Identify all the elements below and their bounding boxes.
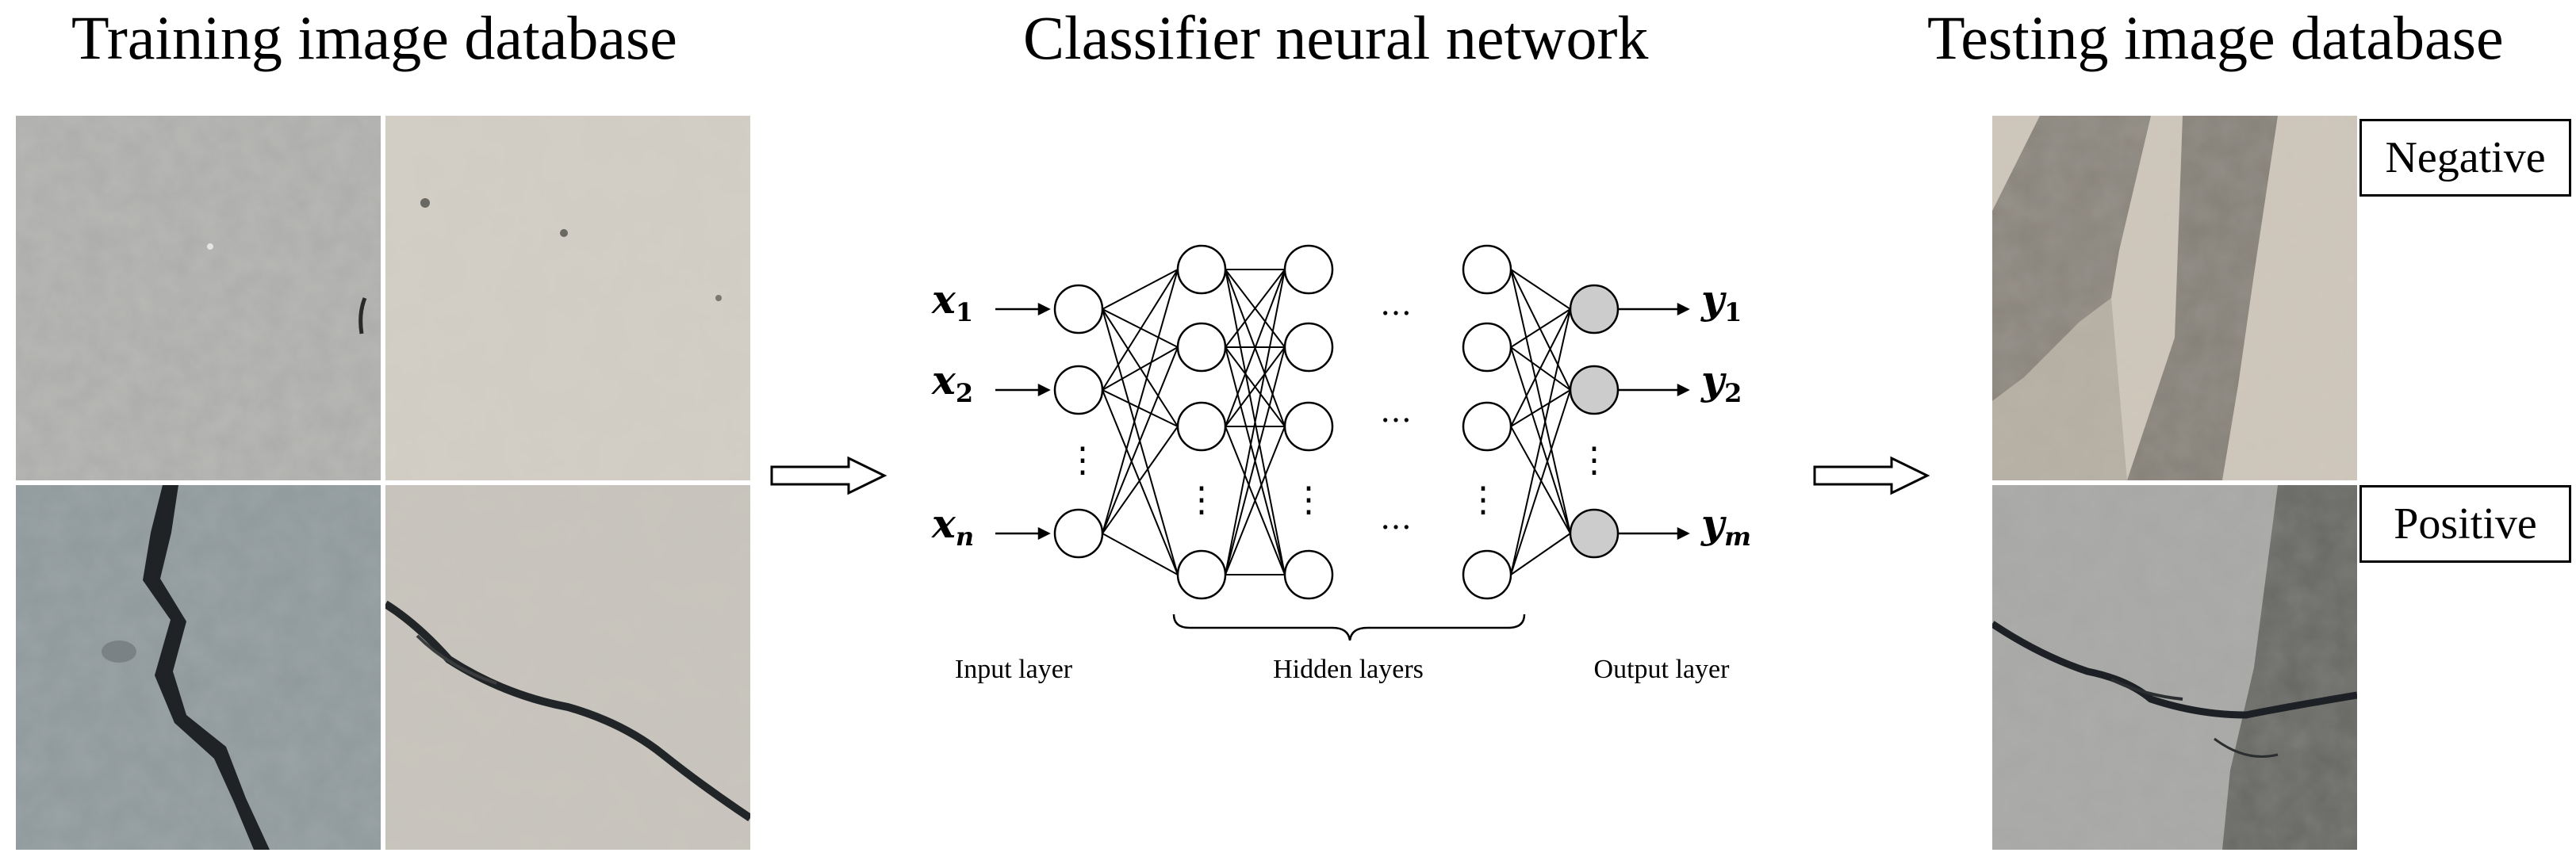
network-title: Classifier neural network xyxy=(1023,3,1649,72)
hidden-last-node-3 xyxy=(1462,401,1512,452)
connection-hidden1-3-to-hidden2-2 xyxy=(1225,346,1286,427)
connection-input-2-to-hidden1-3 xyxy=(1102,389,1179,427)
connection-hidden-last-4-to-output-2 xyxy=(1510,389,1571,575)
output-node-3 xyxy=(1569,508,1620,559)
input-label-1: x1 xyxy=(931,276,973,327)
hidden2-vertical-ellipsis: ⋮ xyxy=(1291,480,1326,520)
connection-hidden-last-1-to-output-1 xyxy=(1510,269,1571,310)
connection-hidden1-2-to-hidden2-1 xyxy=(1225,269,1286,348)
input-vertical-ellipsis: ⋮ xyxy=(1065,440,1100,480)
output-vertical-ellipsis: ⋮ xyxy=(1577,440,1612,480)
output-layer-label: Output layer xyxy=(1594,655,1731,684)
connection-hidden-last-2-to-output-1 xyxy=(1510,308,1571,348)
hidden-last-node-4 xyxy=(1462,549,1512,600)
arrow-to-testing xyxy=(1813,456,1930,495)
input-node-3 xyxy=(1053,508,1104,559)
hidden1-node-3 xyxy=(1176,401,1227,452)
hidden2-node-3 xyxy=(1283,401,1334,452)
input-label-2: x2 xyxy=(931,357,973,408)
connection-input-1-to-hidden1-1 xyxy=(1102,269,1179,310)
input-node-1 xyxy=(1053,284,1104,335)
hidden1-vertical-ellipsis: ⋮ xyxy=(1184,480,1219,520)
training-image-3 xyxy=(16,485,381,850)
connection-hidden-last-3-to-output-2 xyxy=(1510,389,1571,427)
input-label-n: xn xyxy=(931,500,974,552)
hidden1-node-1 xyxy=(1176,244,1227,295)
hidden2-node-1 xyxy=(1283,244,1334,295)
hidden-last-vertical-ellipsis: ⋮ xyxy=(1466,480,1501,520)
hidden-last-node-1 xyxy=(1462,244,1512,295)
hidden1-node-2 xyxy=(1176,322,1227,373)
input-arrowhead-2 xyxy=(1037,383,1051,397)
output-label-m: ym xyxy=(1700,500,1751,552)
positive-label: Positive xyxy=(2359,485,2571,563)
training-image-2 xyxy=(385,116,750,480)
hidden-layers-brace xyxy=(1172,614,1526,641)
neural-network-diagram: ⋮ ⋮ ⋮ ⋮ ⋮ … … … x1 x2 xn y1 y2 ym Input … xyxy=(931,244,1751,684)
network-connections xyxy=(1102,269,1571,575)
hidden2-node-4 xyxy=(1283,549,1334,600)
training-title: Training image database xyxy=(71,3,677,72)
output-arrowhead-2 xyxy=(1677,383,1690,397)
hidden-layers-label: Hidden layers xyxy=(1273,655,1424,684)
connection-input-3-to-hidden1-2 xyxy=(1102,346,1179,534)
connection-input-2-to-hidden1-4 xyxy=(1102,389,1179,575)
connection-hidden1-3-to-hidden2-1 xyxy=(1225,269,1286,427)
hidden-ellipsis-2: … xyxy=(1380,393,1412,430)
input-node-2 xyxy=(1053,365,1104,415)
connection-input-3-to-hidden1-3 xyxy=(1102,426,1179,534)
hidden-ellipsis-1: … xyxy=(1380,286,1412,323)
connection-input-3-to-hidden1-4 xyxy=(1102,533,1179,575)
network-nodes xyxy=(1053,244,1620,600)
connection-input-3-to-hidden1-1 xyxy=(1102,269,1179,534)
training-image-4 xyxy=(385,485,750,850)
connection-input-1-to-hidden1-2 xyxy=(1102,308,1179,348)
connection-hidden1-4-to-hidden2-3 xyxy=(1225,426,1286,575)
output-node-1 xyxy=(1569,284,1620,335)
connection-hidden-last-4-to-output-3 xyxy=(1510,533,1571,575)
output-node-2 xyxy=(1569,365,1620,415)
training-image-1 xyxy=(16,116,381,480)
connection-input-2-to-hidden1-1 xyxy=(1102,269,1179,391)
connection-hidden1-4-to-hidden2-1 xyxy=(1225,269,1286,575)
connection-hidden-last-4-to-output-1 xyxy=(1510,308,1571,575)
hidden-ellipsis-3: … xyxy=(1380,500,1412,537)
output-arrowhead-1 xyxy=(1677,302,1690,316)
negative-label: Negative xyxy=(2359,119,2571,197)
input-arrowhead-n xyxy=(1037,526,1051,541)
hidden-last-node-2 xyxy=(1462,322,1512,373)
output-label-1: y1 xyxy=(1700,276,1742,327)
hidden2-node-2 xyxy=(1283,322,1334,373)
arrow-to-network xyxy=(770,456,887,495)
connection-input-2-to-hidden1-2 xyxy=(1102,346,1179,391)
testing-title: Testing image database xyxy=(1927,3,2504,72)
connection-hidden-last-3-to-output-1 xyxy=(1510,308,1571,427)
output-arrowhead-m xyxy=(1677,526,1690,541)
hidden1-node-4 xyxy=(1176,549,1227,600)
testing-image-negative xyxy=(1992,116,2357,480)
connection-hidden-last-1-to-output-2 xyxy=(1510,269,1571,391)
input-layer-label: Input layer xyxy=(955,655,1073,684)
connection-hidden-last-1-to-output-3 xyxy=(1510,269,1571,534)
connection-hidden1-4-to-hidden2-2 xyxy=(1225,346,1286,575)
output-label-2: y2 xyxy=(1700,357,1742,408)
input-arrowhead-1 xyxy=(1037,302,1051,316)
testing-image-positive xyxy=(1992,485,2357,850)
